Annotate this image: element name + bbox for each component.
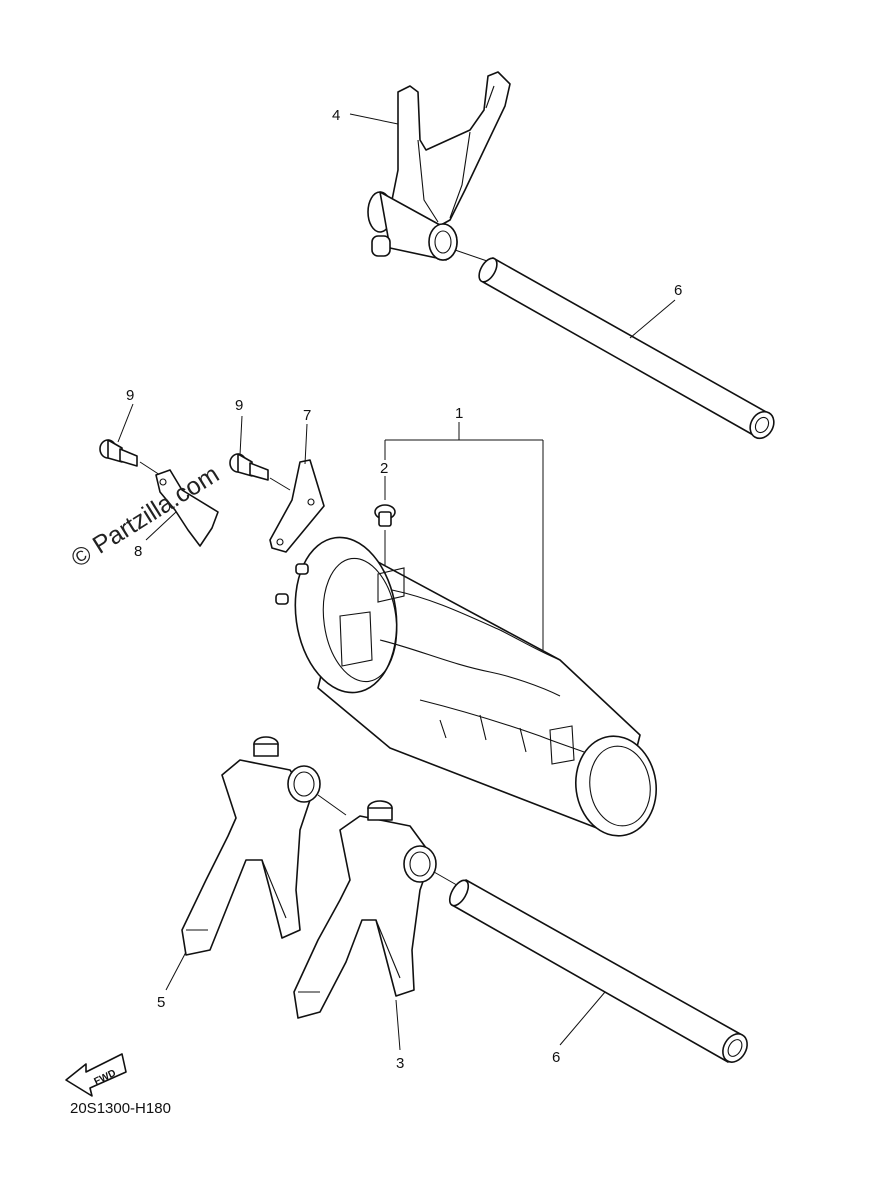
callout-6-lower: 6 [552,1049,560,1066]
assembly-bracket [384,422,544,650]
shift-fork-5[interactable] [181,736,321,956]
leader-lines [117,113,676,1051]
callout-4: 4 [332,107,340,124]
pin-2[interactable] [374,504,396,527]
callout-2: 2 [380,460,388,477]
guide-bar-6-upper[interactable] [475,255,778,442]
bolt-9-right[interactable] [229,453,269,481]
guide-bar-6-lower[interactable] [446,877,752,1066]
stopper-plate-7[interactable] [269,459,325,553]
fwd-arrow-icon: FWD [65,1053,127,1097]
callout-9-right: 9 [235,397,243,414]
stopper-lever-8[interactable] [155,469,219,547]
shift-fork-3[interactable] [293,800,437,1019]
callout-7: 7 [303,407,311,424]
shift-fork-4[interactable] [367,71,511,261]
bolt-9-left[interactable] [99,439,138,467]
drawing-code: 20S1300-H180 [70,1100,171,1117]
callout-5: 5 [157,994,165,1011]
callout-1: 1 [455,405,463,422]
callout-3: 3 [396,1055,404,1072]
callout-8: 8 [134,543,142,560]
callout-9-left: 9 [126,387,134,404]
shift-cam-assembly-1[interactable] [275,531,663,841]
callout-6-upper: 6 [674,282,682,299]
